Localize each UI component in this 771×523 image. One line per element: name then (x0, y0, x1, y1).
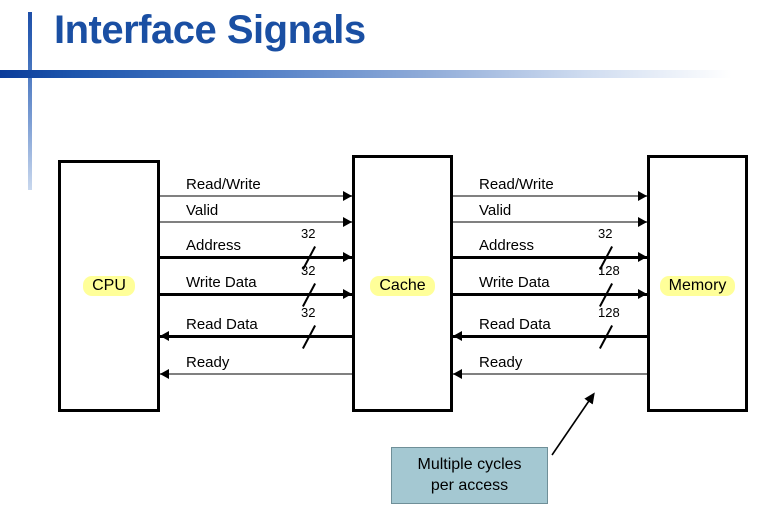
signal-line-address (453, 256, 647, 259)
arrowhead-left (160, 331, 169, 341)
signal-label: Ready (479, 354, 523, 371)
callout-line-2: per access (430, 476, 509, 494)
callout-line-1: Multiple cycles (417, 455, 522, 473)
bus-width-label: 128 (598, 263, 620, 278)
bus-width-label: 128 (598, 305, 620, 320)
signal-label: Write Data (479, 274, 550, 291)
signal-line-ready (160, 373, 352, 375)
arrowhead-left (453, 369, 462, 379)
signal-label: Address (479, 237, 535, 254)
arrowhead-right (343, 191, 352, 201)
signal-label: Read Data (186, 316, 258, 333)
signal-line-read-data (453, 335, 647, 338)
title-vertical-accent-rule (28, 12, 32, 190)
signal-line-write-data (453, 293, 647, 296)
callout-pointer-arrow (551, 392, 595, 456)
signal-line-read-write (453, 195, 647, 197)
signal-label: Read/Write (479, 176, 554, 193)
signal-label: Read/Write (186, 176, 261, 193)
arrowhead-right (343, 217, 352, 227)
cache-block-label: Cache (352, 276, 453, 296)
signal-label: Address (186, 237, 242, 254)
cpu-block-label: CPU (58, 276, 160, 296)
memory-label-text: Memory (659, 276, 736, 296)
arrowhead-right (638, 289, 647, 299)
arrowhead-right (343, 252, 352, 262)
arrowhead-right (638, 252, 647, 262)
page-title: Interface Signals (54, 8, 366, 52)
arrowhead-right (638, 217, 647, 227)
signal-line-write-data (160, 293, 352, 296)
cpu-label-text: CPU (83, 276, 135, 296)
signal-line-read-data (160, 335, 352, 338)
arrowhead-left (453, 331, 462, 341)
signal-label: Valid (479, 202, 512, 219)
signal-label: Write Data (186, 274, 257, 291)
signal-label: Ready (186, 354, 230, 371)
arrowhead-right (638, 191, 647, 201)
signal-label: Valid (186, 202, 219, 219)
bus-width-label: 32 (598, 226, 613, 241)
signal-line-valid (453, 221, 647, 223)
signal-line-valid (160, 221, 352, 223)
arrowhead-right (343, 289, 352, 299)
arrowhead-left (160, 369, 169, 379)
signal-line-ready (453, 373, 647, 375)
signal-label: Read Data (479, 316, 551, 333)
callout-multiple-cycles: Multiple cycles per access (391, 447, 548, 504)
bus-width-label: 32 (301, 263, 316, 278)
title-horizontal-accent-rule (0, 70, 732, 78)
signal-line-address (160, 256, 352, 259)
bus-width-label: 32 (301, 226, 316, 241)
cache-label-text: Cache (370, 276, 435, 296)
bus-width-label: 32 (301, 305, 316, 320)
signal-line-read-write (160, 195, 352, 197)
memory-block-label: Memory (647, 276, 748, 296)
